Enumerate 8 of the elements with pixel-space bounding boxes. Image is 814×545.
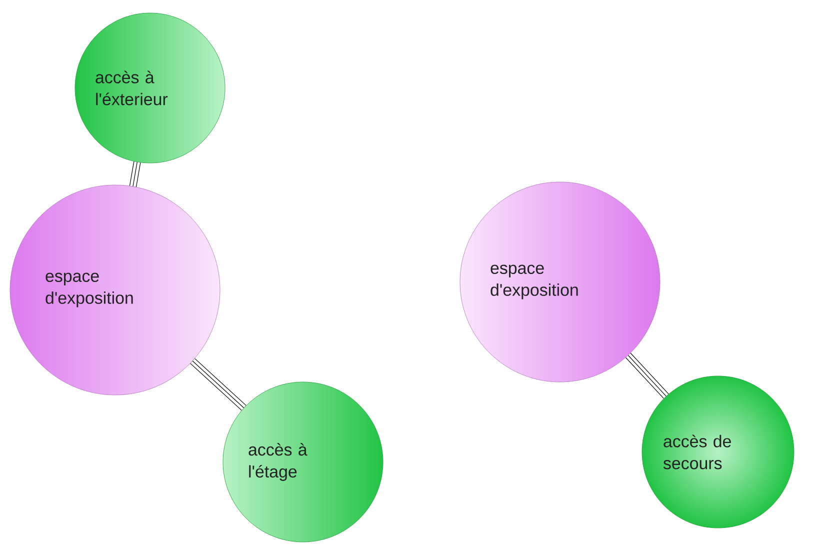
circle-node: accès à l'étage (222, 382, 384, 542)
circle-node: accès à l'éxterieur (74, 12, 226, 164)
circle-node: espace d'exposition (460, 182, 660, 382)
triple-line-connector (626, 352, 669, 399)
triple-line-connector (190, 358, 246, 411)
circle-node: espace d'exposition (10, 184, 220, 396)
triple-line-connector (129, 161, 141, 187)
circle-node: accès de secours (642, 376, 794, 528)
